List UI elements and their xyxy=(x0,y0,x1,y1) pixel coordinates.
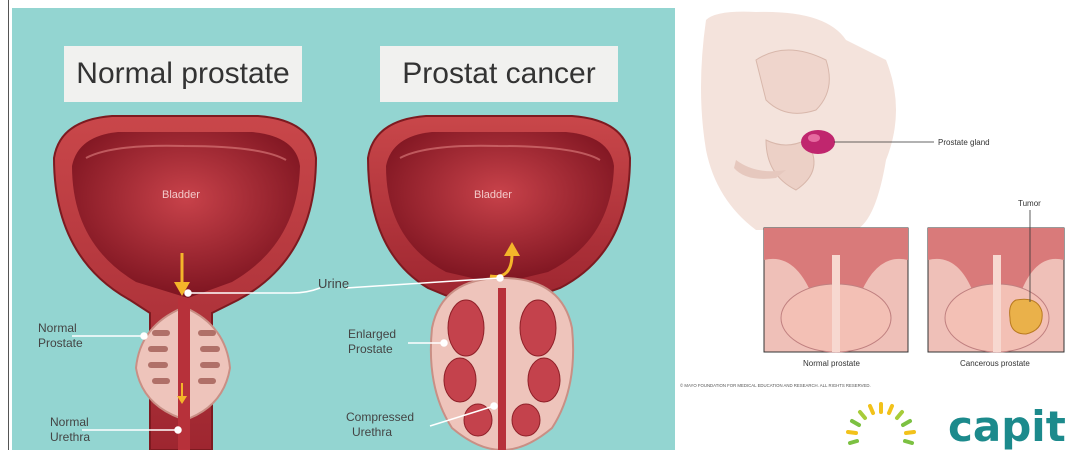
mayo-prostate-illustration: Prostate gland Tumor Normal prostate Can… xyxy=(676,0,1067,450)
label-normal-urethra-line2: Urethra xyxy=(50,430,90,444)
label-bladder-right: Bladder xyxy=(474,189,512,201)
logo-wordmark: capita xyxy=(948,402,1067,451)
label-compressed-urethra-line2: Urethra xyxy=(352,425,392,439)
label-compressed-urethra-line1: Compressed xyxy=(346,410,414,424)
label-urine: Urine xyxy=(318,276,349,291)
cancer-bladder xyxy=(368,116,630,298)
normal-prostate-panel xyxy=(764,228,908,352)
label-normal-prostate-caption: Normal prostate xyxy=(803,359,860,368)
pelvis-illustration: Prostate gland Tumor Normal prostate Can… xyxy=(676,0,1067,450)
label-tumor: Tumor xyxy=(1018,199,1041,208)
prostate-gland-highlight xyxy=(801,130,835,154)
label-normal-prostate-line2: Prostate xyxy=(38,336,83,350)
logo-sunburst-icon xyxy=(826,390,936,450)
cancerous-prostate-panel xyxy=(928,210,1064,352)
label-normal-urethra-line1: Normal xyxy=(50,415,89,429)
left-page-border xyxy=(0,0,12,450)
copyright-notice: © MAYO FOUNDATION FOR MEDICAL EDUCATION … xyxy=(680,383,871,388)
tumor-shape xyxy=(1010,299,1043,334)
label-enlarged-prostate-line1: Enlarged xyxy=(348,327,396,341)
label-cancerous-prostate-caption: Cancerous prostate xyxy=(960,359,1030,368)
anatomy-illustration: Bladder Bladder Urine Normal Prostate En… xyxy=(12,8,675,450)
label-bladder-left: Bladder xyxy=(162,189,200,201)
label-prostate-gland: Prostate gland xyxy=(938,138,990,147)
label-enlarged-prostate-line2: Prostate xyxy=(348,342,393,356)
enlarged-prostate-gland xyxy=(431,278,573,450)
label-normal-prostate-line1: Normal xyxy=(38,321,77,335)
prostate-comparison-diagram: Normal prostate Prostat cancer xyxy=(12,8,675,450)
